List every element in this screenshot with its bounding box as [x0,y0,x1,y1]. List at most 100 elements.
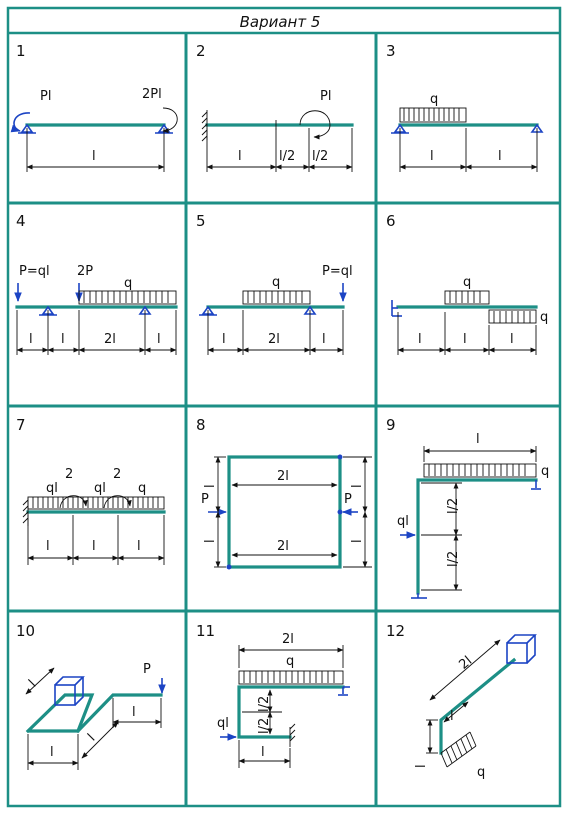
panel-number-8: 8 [196,416,206,434]
dimension-label: 2l [277,469,289,484]
dimension-label: l [261,745,265,760]
dimension-label: l [238,149,242,164]
panel-number-10: 10 [16,622,35,640]
moment-label: ql [94,481,106,496]
dimension-label: l/2 [257,696,272,712]
dimension-label: l [418,332,422,347]
load-label: q [124,276,132,291]
dimension-label: l [322,332,326,347]
exponent-label: 2 [65,467,73,482]
dimension-label: l/2 [312,149,328,164]
panel-number-7: 7 [16,416,26,434]
dimension-label: l [463,332,467,347]
load-label: q [463,275,471,290]
force-label: ql [217,716,229,731]
roller-support-icon [338,686,350,696]
moment-arrow-icon [59,495,88,509]
moment-label: 2Pl [142,87,162,102]
dimension-label: 2l [268,332,280,347]
dimension-label: 2l [277,539,289,554]
panel-number-6: 6 [386,212,396,230]
dimension-label: l [85,731,98,744]
dimension-label: l [430,149,434,164]
fixed-support-icon [506,634,537,664]
panel-9-diagram [400,446,541,599]
dimension-label: l [157,332,161,347]
panel-number-11: 11 [196,622,215,640]
dimension-label: l/2 [446,551,461,567]
fixed-support-icon [391,300,402,317]
dimension-label: 2l [456,654,475,673]
fixed-support-icon [54,676,85,706]
moment-arrow-icon [10,112,31,133]
dimension-label: l [132,705,136,720]
dimension-label: l [92,149,96,164]
panel-number-2: 2 [196,42,206,60]
dimension-label: l [46,539,50,554]
load-label: q [477,765,485,780]
load-label: q [138,481,146,496]
dimension-label: l [137,539,141,554]
dimension-label: l [510,332,514,347]
frame [75,693,163,734]
panel-number-1: 1 [16,42,26,60]
moment-arrow-icon [162,107,178,134]
dimension-label: l [50,745,54,760]
dimension-label: l [92,539,96,554]
roller-support-icon [531,480,541,490]
panel-12-diagram [426,634,537,768]
force-label: 2P [77,264,93,279]
frame [237,685,345,739]
dimension-label: l [450,709,454,724]
dimension-label: l [29,332,33,347]
dimension-label: l [61,332,65,347]
frame [439,657,517,755]
dimension-label: l/2 [279,149,295,164]
force-label: P [143,662,151,677]
panel-number-4: 4 [16,212,26,230]
panel-number-12: 12 [386,622,405,640]
panel-number-3: 3 [386,42,396,60]
panel-4-diagram [14,283,178,355]
moment-label: Pl [320,89,331,104]
fixed-support-icon [411,593,427,599]
load-label: q [540,310,548,325]
sheet-title: Вариант 5 [240,13,321,31]
force-label: P [201,492,209,507]
frame [416,478,538,595]
exponent-label: 2 [113,467,121,482]
moment-arrow-icon [103,495,132,509]
panel-10-diagram [25,667,166,770]
load-label: q [430,92,438,107]
dimension-label: 2l [282,632,294,647]
dimension-label: l/2 [446,498,461,514]
moment-label: ql [46,481,58,496]
load-label: q [272,275,280,290]
fixed-support-icon [289,723,296,747]
panel-3-diagram [391,107,544,172]
panel-5-diagram [199,283,347,355]
dimension-label: l [203,484,218,488]
frame [25,693,95,734]
dimension-label: 2l [104,332,116,347]
dimension-label: l [414,764,429,768]
moment-label: Pl [40,89,51,104]
panel-7-diagram [22,495,166,565]
panel-8-diagram [208,454,372,570]
panel-6-diagram [391,290,538,355]
dimension-label: l [222,332,226,347]
dimension-label: l [203,539,218,543]
panel-number-9: 9 [386,416,396,434]
dimension-label: l [476,432,480,447]
panel-11-diagram [220,645,350,768]
force-label: ql [397,514,409,529]
force-label: P [344,492,352,507]
dimension-label: l [350,539,365,543]
dimension-label: l [350,484,365,488]
moment-arrow-icon [299,110,331,140]
panel-1-diagram [10,107,178,172]
load-label: q [541,464,549,479]
dimension-label: l [498,149,502,164]
force-label: P=ql [322,264,353,279]
